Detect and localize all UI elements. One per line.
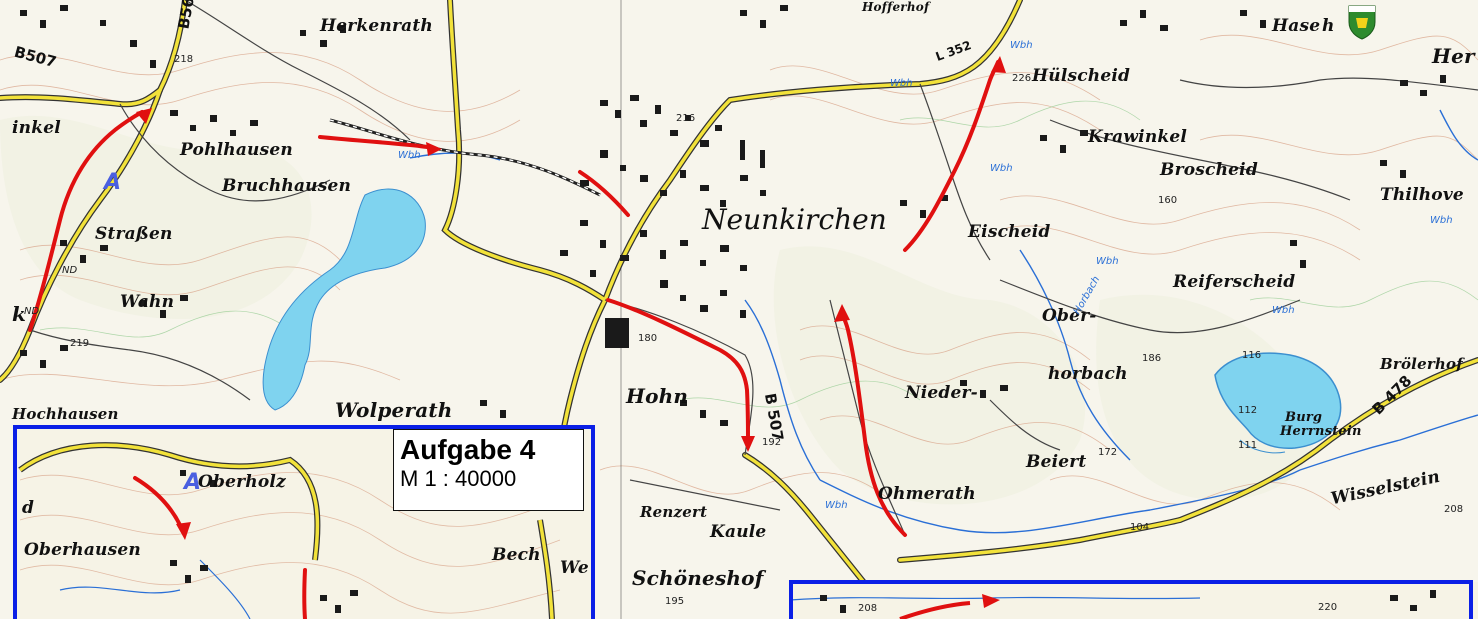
place-hochhausen: Hochhausen xyxy=(12,405,119,423)
place-herrnstein: Herrnstein xyxy=(1280,424,1362,439)
place-h: h xyxy=(1322,16,1335,36)
route-segments xyxy=(28,60,1000,537)
place-hofferhof: Hofferhof xyxy=(862,0,930,14)
elevation-label: 160 xyxy=(1158,195,1178,206)
elevation-label: 219 xyxy=(70,338,90,349)
water-label: Wbh xyxy=(398,150,421,161)
place-schoeneshof: Schöneshof xyxy=(632,566,764,590)
elevation-label: 112 xyxy=(1238,405,1258,416)
elevation-label: 116 xyxy=(1242,350,1262,361)
route-marker-a: A xyxy=(104,170,122,195)
elevation-label: 218 xyxy=(174,54,194,65)
place-pohlhausen: Pohlhausen xyxy=(180,140,293,160)
water-label: Wbh xyxy=(890,78,913,89)
place-horbach: horbach xyxy=(1048,364,1128,384)
elevation-label: 208 xyxy=(858,603,878,614)
elevation-label: 216 xyxy=(676,113,696,124)
elevation-label: 104 xyxy=(1130,522,1150,533)
elevation-label: 192 xyxy=(762,437,782,448)
place-wahn: Wahn xyxy=(120,292,175,312)
place-eischeid: Eischeid xyxy=(968,222,1051,242)
water-label: Wbh xyxy=(1010,40,1033,51)
place-broscheid: Broscheid xyxy=(1160,160,1258,180)
place-ohmerath: Ohmerath xyxy=(878,484,976,504)
inset-place-we: We xyxy=(560,558,589,578)
elevation-label: 172 xyxy=(1098,447,1118,458)
water-label: Wbh xyxy=(1272,305,1295,316)
place-k: k xyxy=(12,302,27,326)
water-label: Wbh xyxy=(990,163,1013,174)
place-thilhove: Thilhove xyxy=(1380,185,1464,205)
place-ober: Ober- xyxy=(1042,306,1097,326)
place-krawinkel: Krawinkel xyxy=(1088,127,1188,147)
inset-right-map xyxy=(789,582,1478,619)
inset-place-d: d xyxy=(22,498,35,518)
coat-of-arms-logo xyxy=(1348,5,1376,40)
elevation-label: 220 xyxy=(1318,602,1338,613)
inset-place-oberholz: Oberholz xyxy=(198,472,286,492)
place-renzert: Renzert xyxy=(640,503,708,521)
place-hohn: Hohn xyxy=(626,384,689,408)
place-her: Her xyxy=(1432,44,1475,68)
elevation-label: 180 xyxy=(638,333,658,344)
water-label: Wbh xyxy=(1430,215,1453,226)
route-marker-a-inset: A xyxy=(184,470,202,495)
place-reiferscheid: Reiferscheid xyxy=(1173,272,1296,292)
place-neunkirchen: Neunkirchen xyxy=(702,203,887,236)
elevation-label: 226 xyxy=(1012,73,1032,84)
elevation-label: 111 xyxy=(1238,440,1258,451)
nature-monument-label: ND xyxy=(24,306,40,317)
place-wolperath: Wolperath xyxy=(335,398,453,422)
reservoir xyxy=(262,188,426,411)
place-inkel: inkel xyxy=(12,118,61,138)
inset-left-border xyxy=(13,425,595,619)
place-huelscheid: Hülscheid xyxy=(1032,66,1131,86)
settlements xyxy=(20,5,1446,426)
vegetation-lines xyxy=(39,100,1478,408)
elevation-label: 208 xyxy=(1444,504,1464,515)
place-beiert: Beiert xyxy=(1026,452,1087,472)
elevation-label: 186 xyxy=(1142,353,1162,364)
task-info-box: Aufgabe 4 M 1 : 40000 xyxy=(393,429,584,511)
minor-roads xyxy=(29,0,1478,536)
elevation-label: 195 xyxy=(665,596,685,607)
place-herkenrath: Herkenrath xyxy=(320,16,433,36)
place-nieder: Nieder- xyxy=(905,383,978,403)
place-burg: Burg xyxy=(1285,410,1323,425)
inset-place-oberhausen: Oberhausen xyxy=(24,540,141,560)
lake-herrnstein xyxy=(1214,352,1342,449)
task-title: Aufgabe 4 xyxy=(400,434,536,465)
route-arrowheads xyxy=(136,56,1006,452)
nature-monument-label: ND xyxy=(62,265,78,276)
place-bruchhausen: Bruchhausen xyxy=(222,176,352,196)
water-label: Wbh xyxy=(1096,256,1119,267)
place-kaule: Kaule xyxy=(710,522,767,542)
inset-right-border xyxy=(789,580,1473,619)
water-label: Wbh xyxy=(825,500,848,511)
task-scale: M 1 : 40000 xyxy=(400,466,517,491)
place-strassen: Straßen xyxy=(95,224,173,244)
inset-place-bech: Bech xyxy=(492,545,541,565)
place-broelerhof: Brölerhof xyxy=(1380,355,1463,373)
place-hase: Hase xyxy=(1272,16,1321,36)
